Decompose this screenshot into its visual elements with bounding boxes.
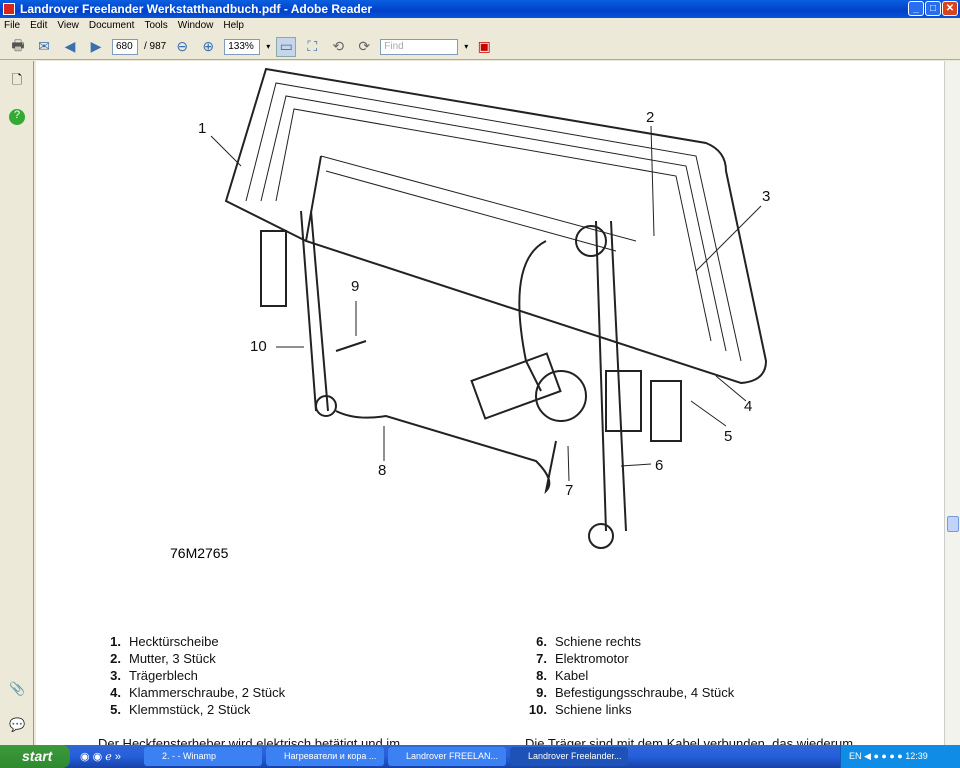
menu-bar: File Edit View Document Tools Window Hel… xyxy=(0,18,960,34)
vertical-scrollbar[interactable] xyxy=(944,61,960,745)
callout-4: 4 xyxy=(744,398,753,415)
legend-item: 1.Hecktürscheibe xyxy=(110,634,219,649)
callout-9: 9 xyxy=(351,278,360,295)
scrollbar-thumb[interactable] xyxy=(947,516,959,532)
callout-2: 2 xyxy=(646,109,655,126)
pages-icon[interactable]: 🗋 xyxy=(11,72,23,87)
fit-width-icon[interactable]: ▭ xyxy=(276,36,297,57)
page-total: / 987 xyxy=(144,41,167,52)
callout-7: 7 xyxy=(565,482,574,499)
menu-tools[interactable]: Tools xyxy=(144,20,168,31)
minimize-button[interactable]: _ xyxy=(908,1,924,16)
legend-item: 9.Befestigungsschraube, 4 Stück xyxy=(536,685,735,700)
figure-code: 76M2765 xyxy=(170,545,229,561)
window-regulator-diagram xyxy=(210,67,768,549)
page-number-input[interactable]: 680 xyxy=(112,38,138,55)
previous-page-icon[interactable]: ◀ xyxy=(64,38,76,54)
callout-6: 6 xyxy=(655,457,664,474)
task-browser[interactable]: Нагреватели и кора ... xyxy=(266,747,384,766)
fit-page-icon[interactable]: ⛶ xyxy=(307,38,318,54)
pdf-page: 1 2 3 4 5 6 7 8 9 10 76M2765 1.Hecktürsc… xyxy=(36,61,944,745)
maximize-button[interactable]: □ xyxy=(925,1,941,16)
paragraph-right: Die Träger sind mit dem Kabel verbunden,… xyxy=(525,736,854,745)
legend-right: 6.Schiene rechts 7.Elektromotor 8.Kabel … xyxy=(526,634,734,719)
adobe-reader-icon xyxy=(3,3,15,15)
find-dropdown-icon[interactable]: ▾ xyxy=(464,42,469,51)
attachments-icon[interactable]: 📎 xyxy=(9,681,26,696)
callout-5: 5 xyxy=(724,428,733,445)
zoom-input[interactable]: 133% xyxy=(224,38,261,55)
next-page-icon[interactable]: ▶ xyxy=(90,38,102,54)
menu-document[interactable]: Document xyxy=(88,20,135,31)
navigation-panel: 🗋 ? 📎 💬 xyxy=(0,61,34,745)
callout-10: 10 xyxy=(250,338,267,355)
paragraph-left: Der Heckfensterheber wird elektrisch bet… xyxy=(98,736,401,745)
zoom-dropdown-icon[interactable]: ▾ xyxy=(266,42,271,51)
adobe-online-icon[interactable]: ▣ xyxy=(477,38,491,54)
callout-1: 1 xyxy=(198,120,207,137)
help-icon[interactable]: ? xyxy=(9,109,25,125)
menu-file[interactable]: File xyxy=(4,20,21,31)
close-button[interactable]: ✕ xyxy=(942,1,958,16)
system-tray: EN ◀ ● ● ● ● 12:39 xyxy=(840,745,960,768)
menu-help[interactable]: Help xyxy=(223,20,244,31)
toolbar: 🖶 ✉ ◀ ▶ 680 / 987 ⊖ ⊕ 133% ▾ ▭ ⛶ ⟲ ⟳ Fin… xyxy=(0,34,960,60)
zoom-out-icon[interactable]: ⊖ xyxy=(176,38,189,54)
legend-item: 2.Mutter, 3 Stück xyxy=(110,651,216,666)
menu-window[interactable]: Window xyxy=(177,20,214,31)
comments-icon[interactable]: 💬 xyxy=(9,717,26,732)
legend-item: 4.Klammerschraube, 2 Stück xyxy=(110,685,286,700)
language-indicator[interactable]: EN xyxy=(849,751,862,761)
taskbar: start ◉ ◉ ℯ » 2. - - Winamp Нагреватели … xyxy=(0,745,960,768)
menu-edit[interactable]: Edit xyxy=(30,20,48,31)
rotate-right-icon[interactable]: ⟳ xyxy=(358,38,371,54)
zoom-in-icon[interactable]: ⊕ xyxy=(202,38,215,54)
find-input[interactable]: Find xyxy=(380,38,459,55)
legend-left: 1.Hecktürscheibe 2.Mutter, 3 Stück 3.Trä… xyxy=(100,634,285,719)
start-button[interactable]: start xyxy=(0,745,70,768)
legend-item: 3.Trägerblech xyxy=(110,668,198,683)
glass-outline xyxy=(224,67,768,385)
print-icon[interactable]: 🖶 xyxy=(11,36,25,53)
clock: 12:39 xyxy=(905,751,928,761)
rotate-left-icon[interactable]: ⟲ xyxy=(332,38,345,54)
legend-item: 7.Elektromotor xyxy=(536,651,629,666)
menu-view[interactable]: View xyxy=(57,20,79,31)
quick-launch-icons[interactable]: ◉ ◉ ℯ » xyxy=(80,751,121,763)
callout-3: 3 xyxy=(762,188,771,205)
task-folder[interactable]: Landrover FREELAN... xyxy=(388,747,506,766)
legend-item: 10.Schiene links xyxy=(528,702,632,717)
window-title: Landrover Freelander Werkstatthandbuch.p… xyxy=(20,2,373,16)
legend-item: 6.Schiene rechts xyxy=(536,634,641,649)
legend-item: 5.Klemmstück, 2 Stück xyxy=(110,702,251,717)
tray-icons[interactable]: ◀ ● ● ● ● xyxy=(864,751,903,761)
email-icon[interactable]: ✉ xyxy=(38,38,50,54)
callout-8: 8 xyxy=(378,462,387,479)
task-winamp[interactable]: 2. - - Winamp xyxy=(144,747,262,766)
legend-item: 8.Kabel xyxy=(536,668,589,683)
task-adobe-reader[interactable]: Landrover Freelander... xyxy=(510,747,628,766)
title-bar: Landrover Freelander Werkstatthandbuch.p… xyxy=(0,0,960,18)
